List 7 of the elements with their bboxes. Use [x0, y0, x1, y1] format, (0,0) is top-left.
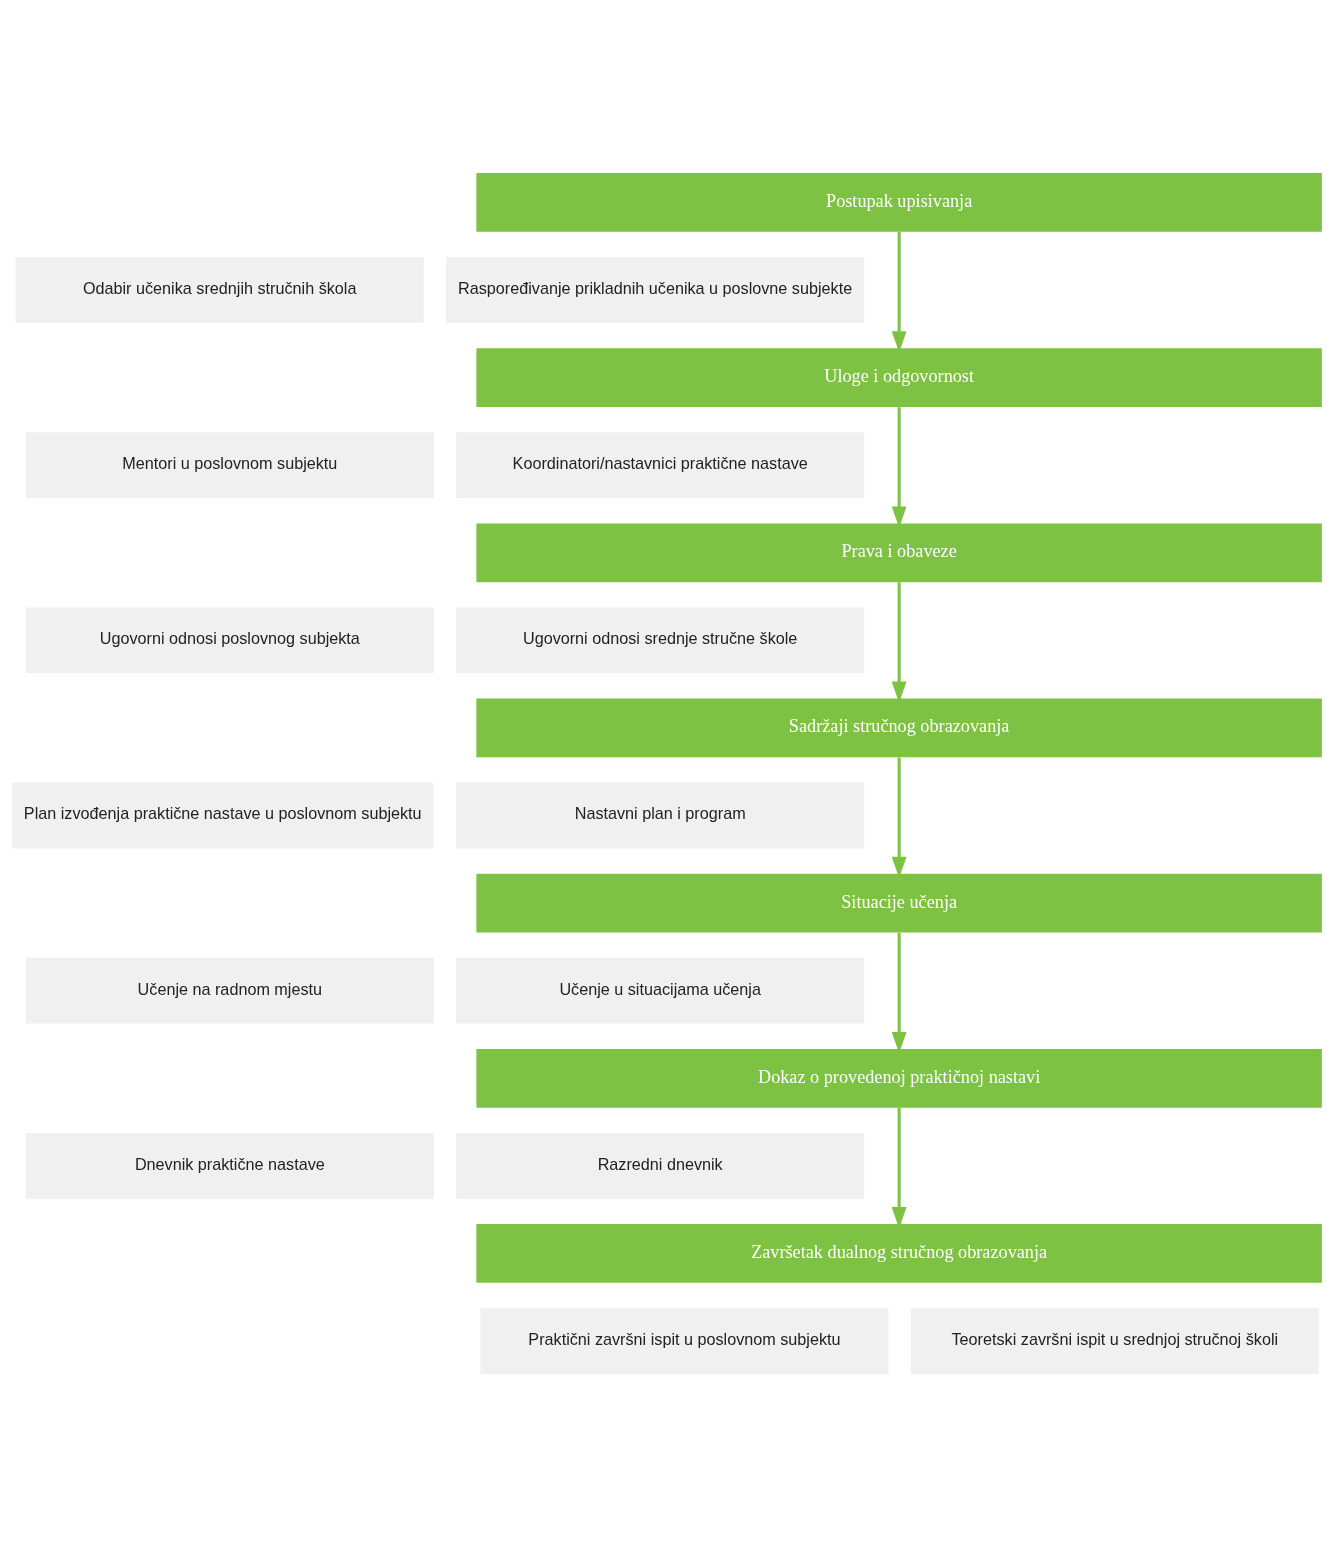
node-box: Postupak upisivanja	[476, 173, 1322, 232]
node-box: Dokaz o provedenoj praktičnoj nastavi	[476, 1048, 1322, 1108]
node-box: Prava i obaveze	[476, 523, 1322, 583]
node-box: Sadržaji stručnog obrazovanja	[476, 698, 1322, 758]
node-box: Uloge i odgovornost	[476, 348, 1322, 407]
node-box: Situacije učenja	[476, 873, 1322, 933]
node-box: Završetak dualnog stručnog obrazovanja	[476, 1224, 1322, 1283]
